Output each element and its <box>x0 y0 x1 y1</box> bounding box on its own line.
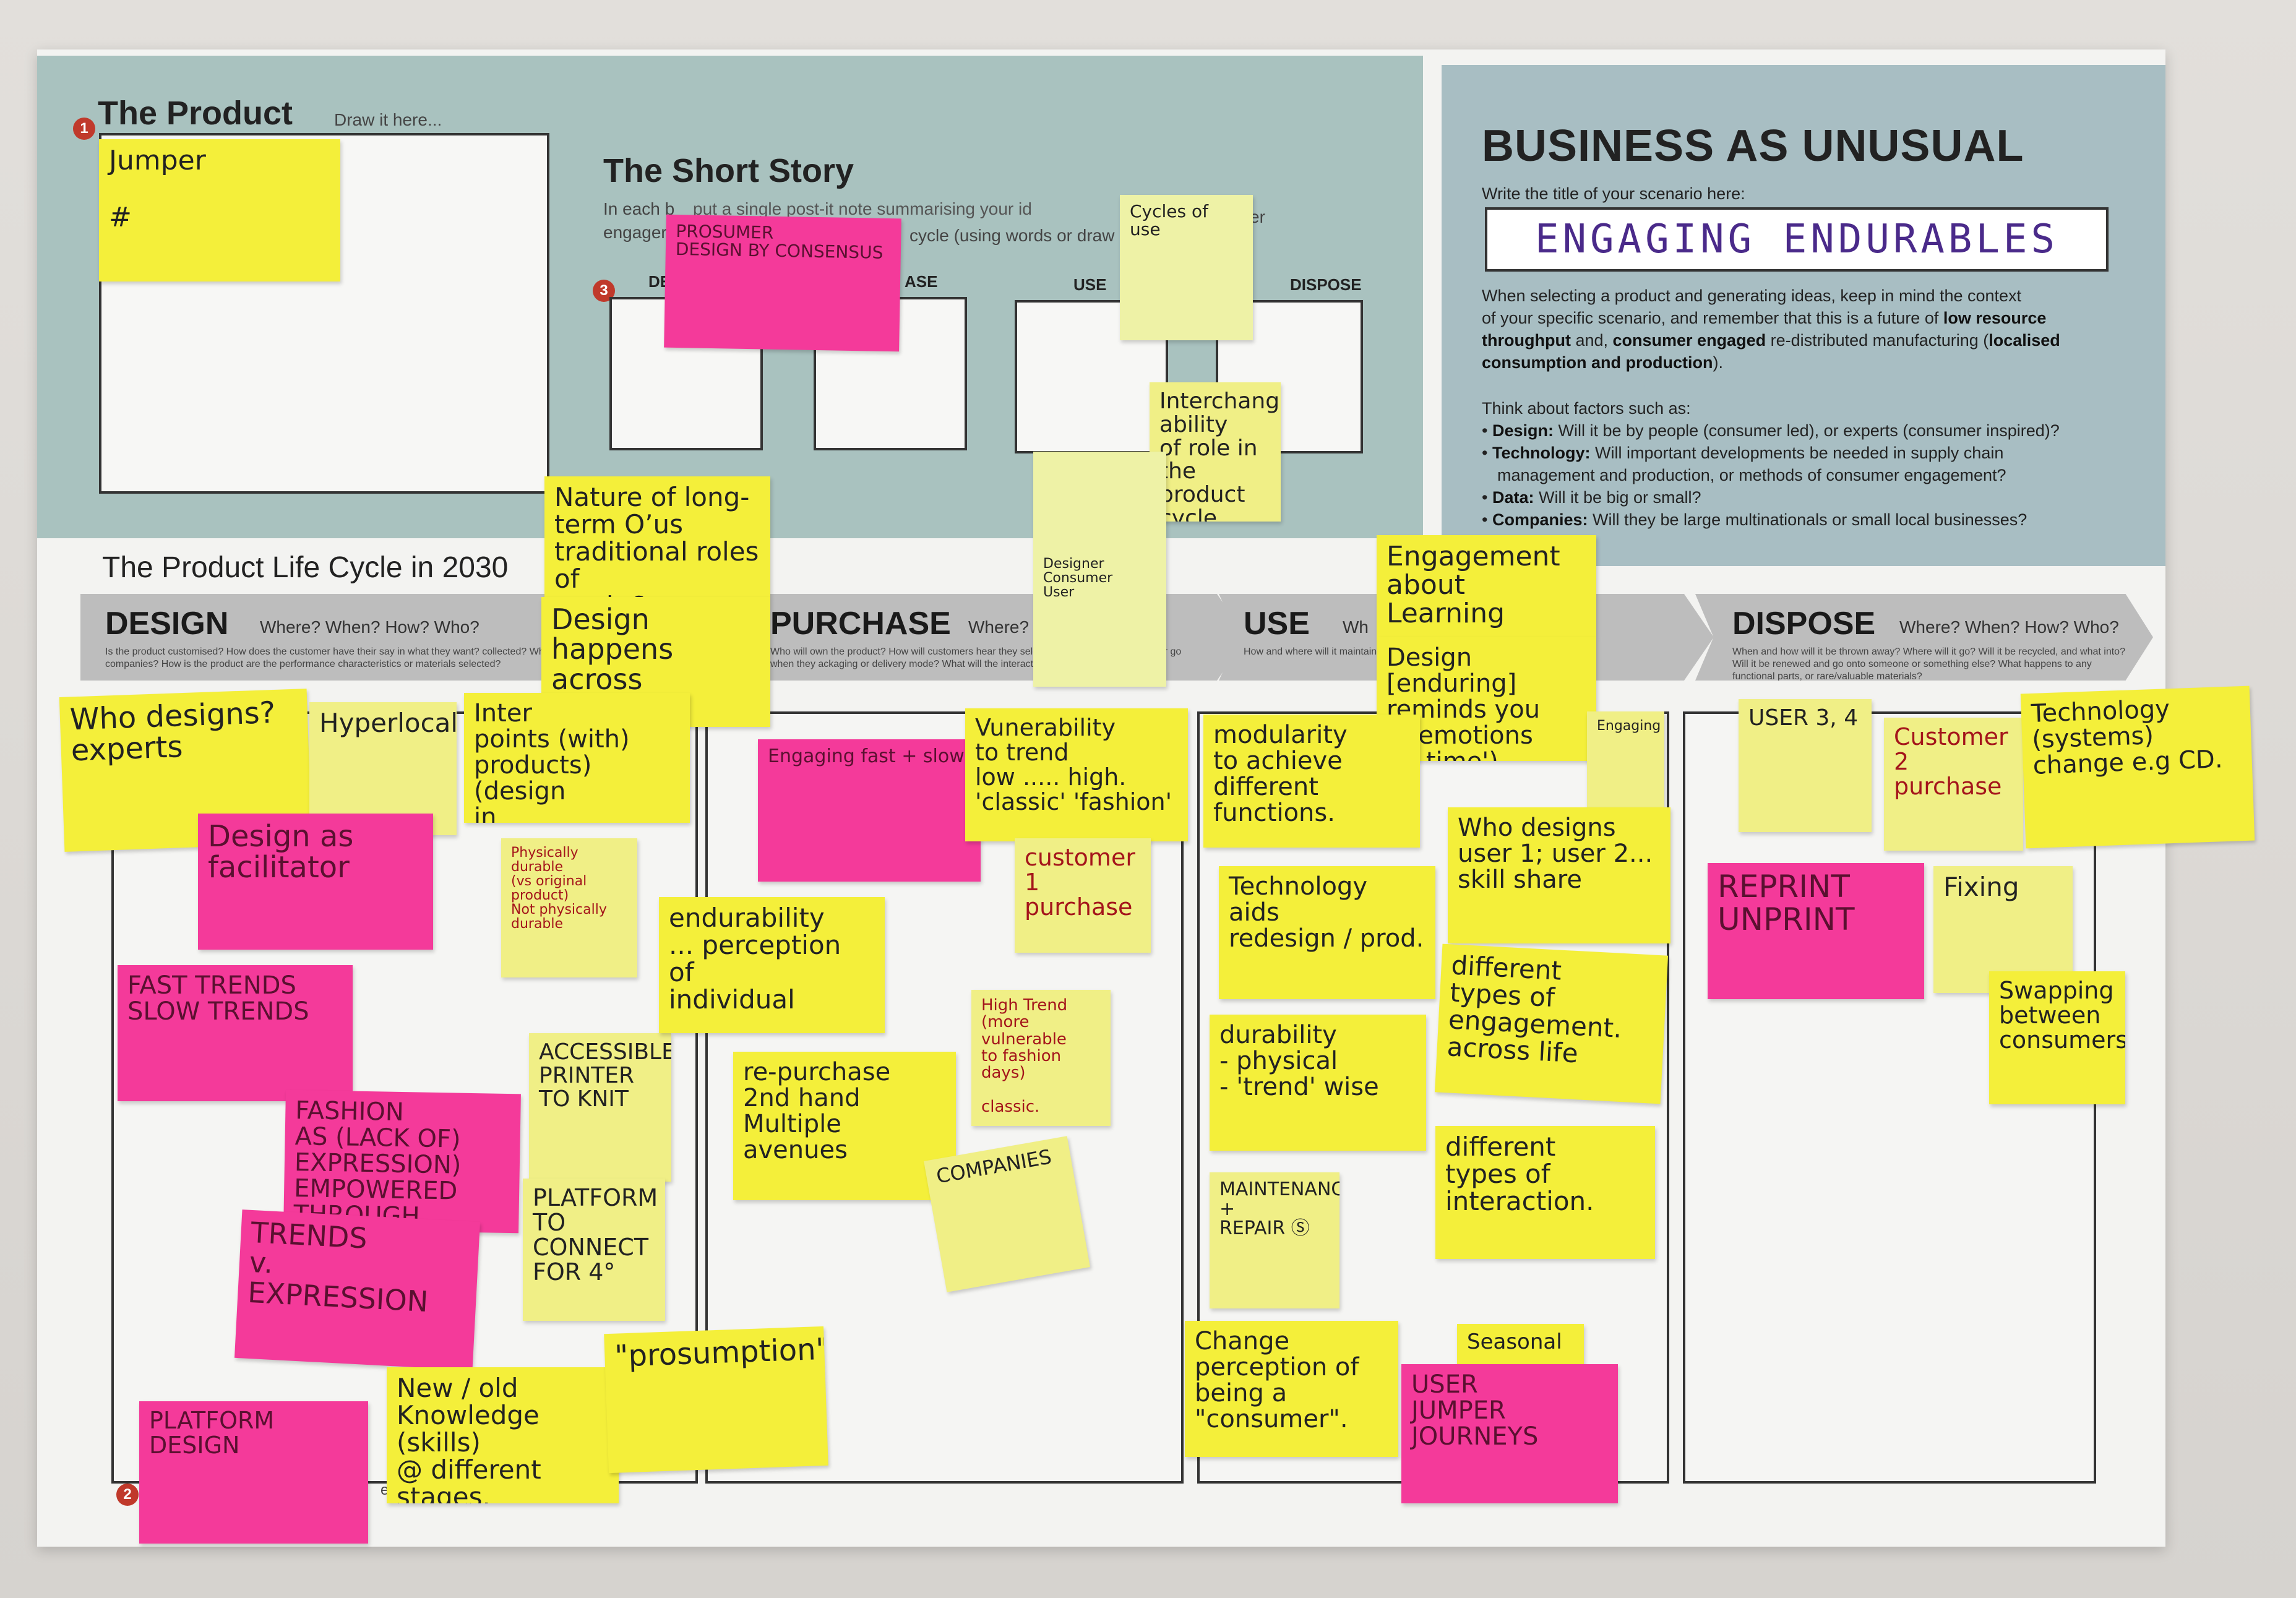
note-technology-systems: Technology (systems) change e.g CD. <box>2020 685 2255 849</box>
note-trends-v-expression: TRENDS v. EXPRESSION <box>234 1209 481 1370</box>
stage-arrow-dispose: DISPOSE Where? When? How? Who? When and … <box>1695 594 2153 681</box>
note-user-3-4: USER 3, 4 <box>1739 699 1872 832</box>
stage-title-dispose: DISPOSE <box>1732 606 1876 642</box>
note-different-types-interaction: different types of interaction. <box>1435 1126 1655 1259</box>
note-cycles-of-use: Cycles of use <box>1120 195 1253 340</box>
note-hyperlocal: Hyperlocal <box>309 702 457 835</box>
factors-intro: Think about factors such as: <box>1482 399 1691 418</box>
note-maintenance-repair: MAINTENANCE + REPAIR Ⓢ <box>1210 1172 1339 1308</box>
step-number-2: 2 <box>116 1484 139 1506</box>
story-label-dispose: DISPOSE <box>1290 275 1362 294</box>
business-intro-line-4: consumption and production). <box>1482 353 1723 372</box>
scenario-title-prompt: Write the title of your scenario here: <box>1482 184 1745 203</box>
stage-question-dispose: Where? When? How? Who? <box>1899 617 2119 637</box>
note-different-types-engagement: different types of engagement. across li… <box>1434 943 1669 1104</box>
business-intro-line-2: of your specific scenario, and remember … <box>1482 309 2047 327</box>
note-re-purchase: re-purchase 2nd hand Multiple avenues <box>733 1052 956 1200</box>
story-label-use: USE <box>1073 275 1107 294</box>
short-story-fragment-c: cycle (using words or draw <box>909 226 1115 245</box>
note-engaging-fast-slow: Engaging fast + slow <box>758 739 981 882</box>
note-swapping: Swapping between consumers <box>1989 971 2125 1104</box>
note-user-jumper-journeys: USER JUMPER JOURNEYS <box>1401 1364 1618 1503</box>
product-heading: The Product <box>98 95 293 132</box>
scenario-title: ENGAGING ENDURABLES <box>1485 207 2109 272</box>
factor-technology: • Technology: Will important development… <box>1482 444 2004 462</box>
note-accessible-printer: ACCESSIBLE PRINTER TO KNIT <box>529 1033 671 1182</box>
note-technology-aids: Technology aids redesign / prod. <box>1219 866 1435 999</box>
note-customer-purchase: customer 1 purchase <box>1015 838 1151 953</box>
note-vulnerability-to-trend: Vunerability to trend low ..... high. 'c… <box>965 708 1188 841</box>
stage-title-purchase: PURCHASE <box>770 606 951 642</box>
note-modularity: modularity to achieve different function… <box>1203 715 1420 848</box>
factor-technology-cont: management and production, or methods of… <box>1497 466 2006 484</box>
note-durability-physical: durability - physical - 'trend' wise <box>1210 1015 1426 1151</box>
note-jumper: Jumper # <box>99 139 340 281</box>
note-platform-to-connect: PLATFORM TO CONNECT FOR 4° <box>523 1179 665 1321</box>
stage-desc-dispose: When and how will it be thrown away? Whe… <box>1732 647 2125 682</box>
note-interchangeability: Interchange- ability of role in the prod… <box>1150 382 1281 522</box>
business-panel <box>1442 65 2165 566</box>
factor-data: • Data: Will it be big or small? <box>1482 488 1701 507</box>
short-story-text-1: In each b <box>603 199 675 218</box>
stage-arrow-purchase: PURCHASE Where? Who will own the product… <box>752 594 1247 681</box>
business-intro-line-1: When selecting a product and generating … <box>1482 286 2022 305</box>
stage-title-design: DESIGN <box>105 606 229 642</box>
note-reprint-unprint: REPRINT UNPRINT <box>1708 863 1924 999</box>
stage-question-use: Wh <box>1343 617 1369 637</box>
note-customer-2-purchase: Customer 2 purchase <box>1884 718 2023 851</box>
note-high-trend-classic: High Trend (more vulnerable to fashion d… <box>971 990 1111 1126</box>
stage-question-design: Where? When? How? Who? <box>260 617 479 637</box>
product-hint: Draw it here... <box>334 110 442 129</box>
note-nature-of-long-term: Nature of long- term O’us traditional ro… <box>544 476 770 597</box>
note-physically-durable: Physically durable (vs original product)… <box>501 838 637 977</box>
factor-companies: • Companies: Will they be large multinat… <box>1482 510 2027 529</box>
stage-question-purchase: Where? <box>968 617 1030 637</box>
short-story-heading: The Short Story <box>603 152 854 189</box>
note-design-enduring: Design [enduring] reminds you of emotion… <box>1377 637 1596 761</box>
step-number-1: 1 <box>73 118 95 140</box>
note-fast-slow-trends: FAST TRENDS SLOW TRENDS <box>118 965 353 1101</box>
note-prosumption: "prosumption" <box>604 1326 828 1474</box>
factor-design: • Design: Will it be by people (consumer… <box>1482 421 2060 440</box>
note-designer-consumer-user: Designer Consumer User <box>1033 452 1166 687</box>
note-who-designs-user: Who designs user 1; user 2... skill shar… <box>1448 807 1670 943</box>
note-platform-design: PLATFORM DESIGN <box>139 1401 368 1544</box>
note-new-old-knowledge: New / old Knowledge (skills) @ different… <box>387 1367 619 1503</box>
note-change-perception: Change perception of being a "consumer". <box>1185 1321 1398 1457</box>
note-companies: COMPANIES <box>924 1136 1090 1292</box>
note-engagement-about-learning: Engagement about Learning <box>1377 535 1596 637</box>
stage-title-use: USE <box>1244 606 1310 642</box>
business-intro-line-3: throughput and, consumer engaged re-dist… <box>1482 331 2060 350</box>
note-interaction-points: Inter points (with) products) (design in <box>464 693 690 823</box>
note-endurability-perception: endurability ... perception of individua… <box>659 897 885 1033</box>
business-heading: BUSINESS AS UNUSUAL <box>1482 121 2024 171</box>
short-story-text-2: engager <box>603 223 667 242</box>
story-label-purchase: ASE <box>905 272 938 291</box>
note-fashion-expression: FASHION AS (LACK OF) EXPRESSION) EMPOWER… <box>283 1089 521 1234</box>
short-story-fragment-a: put a single post-it note summarising yo… <box>693 199 1032 218</box>
note-prosumer: PROSUMER DESIGN BY CONSENSUS <box>664 214 901 352</box>
note-design-as-facilitator: Design as facilitator <box>198 814 433 950</box>
lifecycle-heading: The Product Life Cycle in 2030 <box>102 551 509 584</box>
